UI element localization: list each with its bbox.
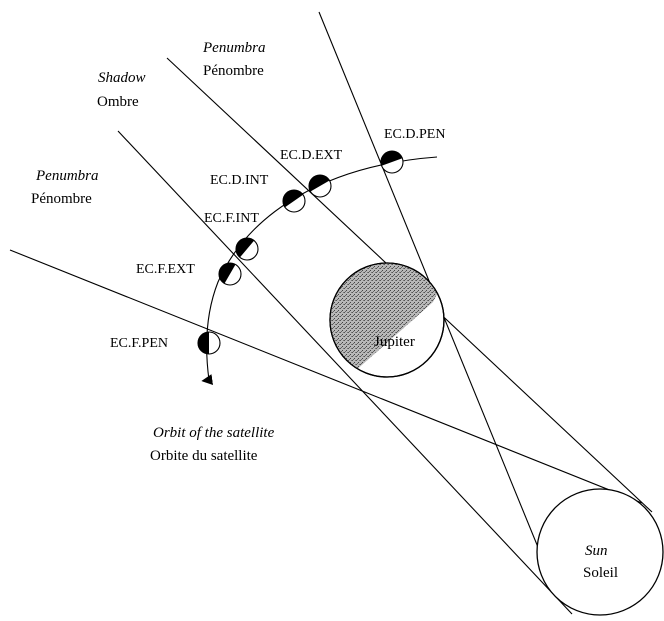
region-penumbra-left-fr: Pénombre: [31, 191, 92, 207]
event-label-ec-f-pen: EC.F.PEN: [110, 336, 168, 351]
event-label-ec-f-ext: EC.F.EXT: [136, 262, 195, 277]
satellite-ec-f-int: [235, 237, 259, 261]
orbit-label-fr: Orbite du satellite: [150, 448, 258, 464]
event-label-ec-d-int: EC.D.INT: [210, 173, 269, 188]
sun: Sun Soleil: [536, 488, 664, 616]
satellite-ec-d-int: [282, 189, 306, 213]
sun-label-en: Sun: [585, 543, 608, 559]
event-label-ec-f-int: EC.F.INT: [204, 211, 259, 226]
satellite-ec-d-pen: [380, 150, 404, 174]
jupiter-label: Jupiter: [374, 334, 415, 350]
region-penumbra-top-en: Penumbra: [202, 40, 266, 56]
sun-label-fr: Soleil: [583, 565, 618, 581]
shadow-boundary-line: [117, 130, 573, 615]
satellite-ec-d-ext: [308, 174, 332, 198]
satellite-ec-f-ext: [218, 262, 242, 286]
event-label-ec-d-pen: EC.D.PEN: [384, 127, 445, 142]
jupiter-shaded-hemisphere: [330, 263, 444, 372]
jupiter: Jupiter: [329, 262, 445, 378]
event-label-ec-d-ext: EC.D.EXT: [280, 148, 343, 163]
region-penumbra-top-fr: Pénombre: [203, 63, 264, 79]
orbit-label-en: Orbit of the satellite: [153, 425, 275, 441]
region-shadow-en: Shadow: [98, 70, 146, 86]
satellite-ec-f-pen: [197, 331, 221, 355]
penumbra-boundary-bottom: [9, 249, 643, 504]
region-penumbra-left-en: Penumbra: [35, 168, 99, 184]
region-shadow-fr: Ombre: [97, 94, 139, 110]
